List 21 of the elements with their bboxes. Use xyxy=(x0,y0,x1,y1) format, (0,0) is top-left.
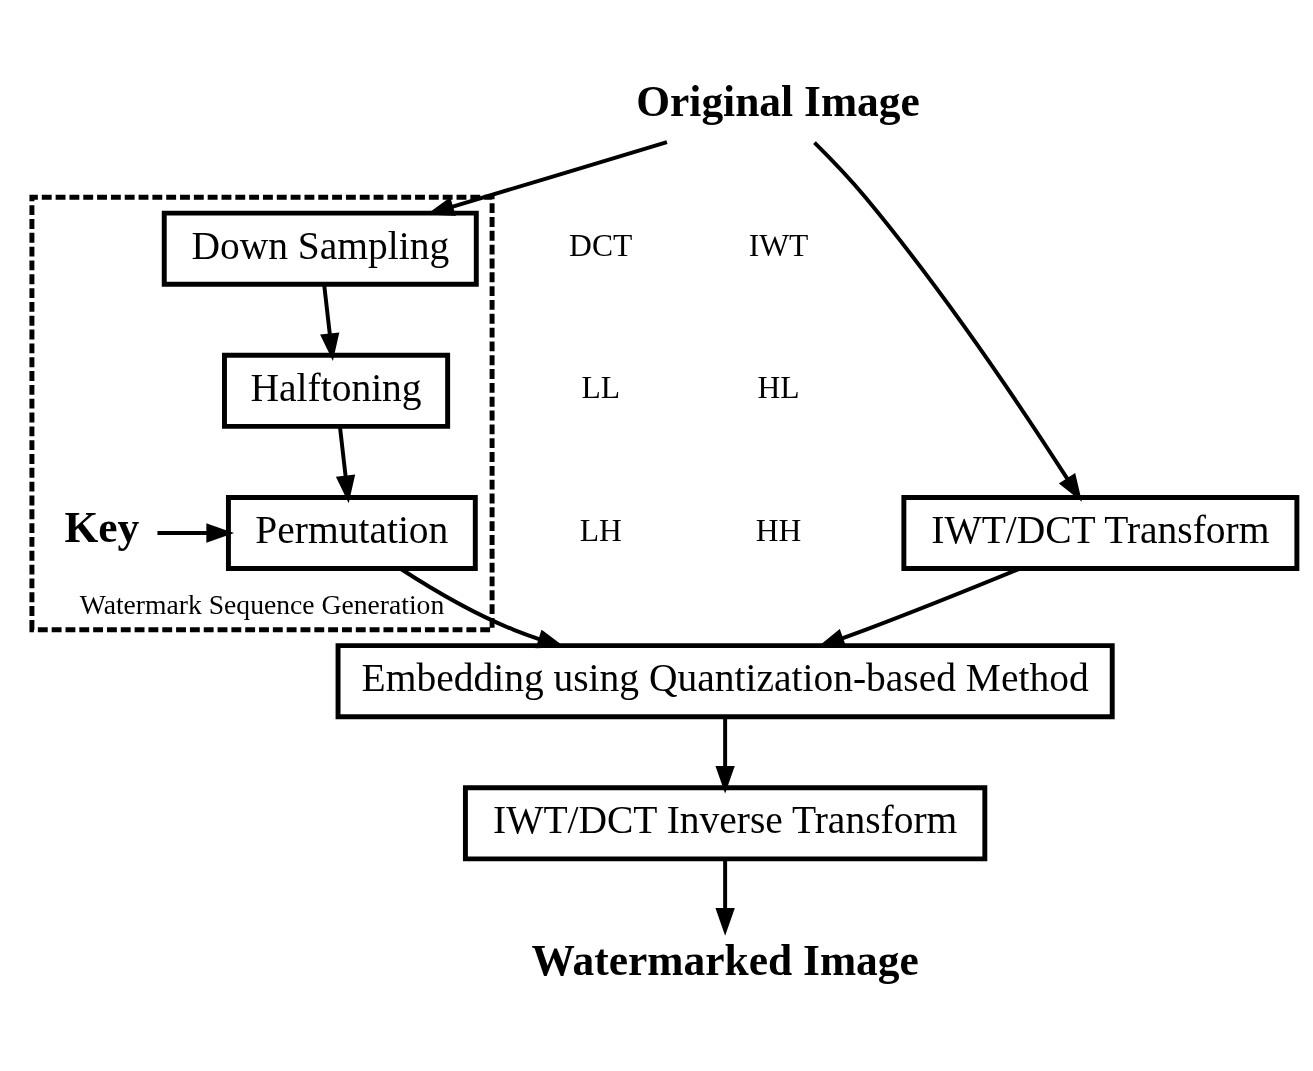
arrow xyxy=(715,859,735,936)
label: DCT xyxy=(569,227,633,263)
node-text: Watermarked Image xyxy=(531,935,919,984)
arrow xyxy=(157,522,235,543)
arrow xyxy=(335,426,356,503)
label: HH xyxy=(755,512,802,548)
arrow xyxy=(715,716,735,794)
node-box: Embedding using Quantization-based Method xyxy=(335,642,1115,719)
label: HL xyxy=(757,369,800,405)
arrow xyxy=(813,140,1082,502)
node-box: Permutation xyxy=(225,494,478,571)
label: LL xyxy=(581,369,620,405)
label: IWT xyxy=(748,227,809,263)
node-box: IWT/DCT Transform xyxy=(901,494,1300,571)
node-box: IWT/DCT Inverse Transform xyxy=(462,784,988,861)
node-box: Halftoning xyxy=(222,352,451,429)
label: LH xyxy=(579,512,622,548)
node-text: Original Image xyxy=(636,76,920,125)
node-box: Down Sampling xyxy=(161,210,479,287)
node-text: Key xyxy=(64,502,140,551)
arrow xyxy=(320,284,340,361)
